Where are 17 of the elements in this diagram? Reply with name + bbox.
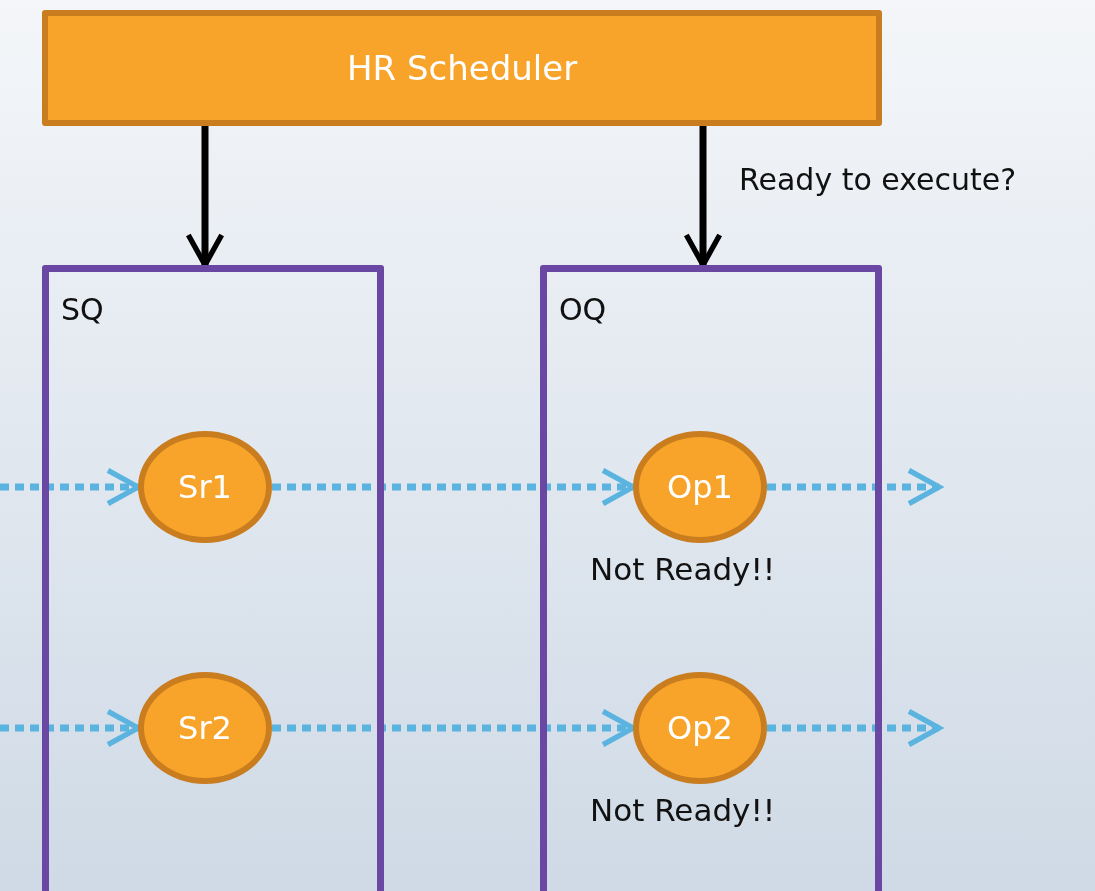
node-label: Sr1 bbox=[178, 468, 232, 506]
box-title: HR Scheduler bbox=[346, 48, 578, 88]
node-label: Sr2 bbox=[178, 709, 232, 747]
queue-label: SQ bbox=[61, 292, 104, 327]
node-label: Op2 bbox=[667, 709, 733, 747]
process-box bbox=[42, 10, 882, 126]
queue-container bbox=[540, 265, 882, 891]
dashed-arrow bbox=[767, 708, 942, 748]
node-label: Op1 bbox=[667, 468, 733, 506]
edge-label: Ready to execute? bbox=[739, 162, 1017, 197]
arrow bbox=[683, 126, 723, 268]
status-note: Not Ready!! bbox=[590, 792, 776, 828]
status-note: Not Ready!! bbox=[590, 551, 776, 587]
queue-container bbox=[42, 265, 384, 891]
arrow bbox=[185, 126, 225, 268]
dashed-arrow bbox=[767, 467, 942, 507]
queue-label: OQ bbox=[559, 292, 607, 327]
